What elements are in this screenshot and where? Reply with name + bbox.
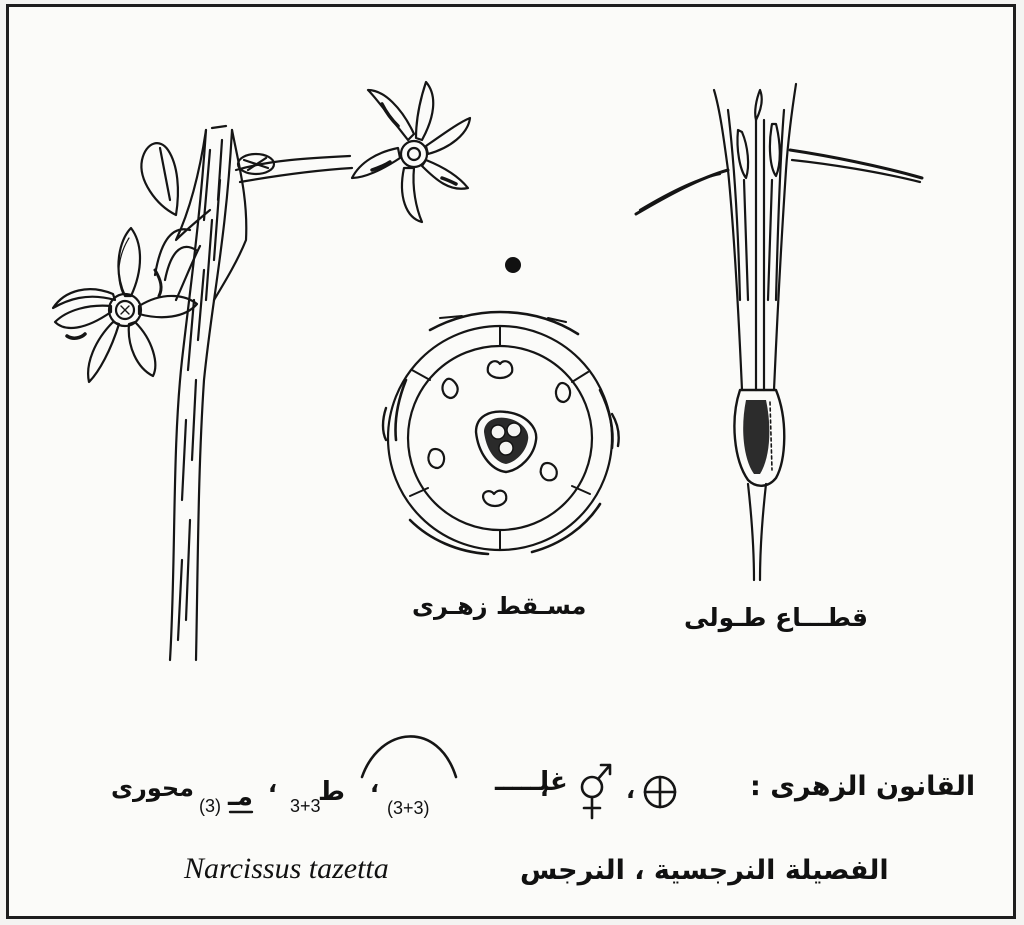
longitudinal-section-drawing: [636, 84, 922, 580]
formula-separator: ،: [370, 770, 379, 798]
longitudinal-section-caption: قطـــاع طـولى: [684, 603, 868, 632]
formula-androecium-label: مـ: [228, 782, 253, 812]
flowering-stem-drawing: [141, 126, 352, 660]
formula-perianth-count: (3+3): [387, 798, 430, 819]
floral-diagram-caption: مسـقط زهـرى: [412, 592, 586, 620]
family-name: الفصيلة النرجسية ، النرجس: [520, 855, 889, 886]
open-flower-right: [352, 82, 470, 222]
formula-gynoecium-label: محورى: [111, 774, 194, 802]
formula-perianth-label: ط: [318, 777, 345, 807]
formula-gynoecium-count: (3): [199, 796, 221, 817]
formula-separator: ،: [626, 776, 635, 804]
bisexual-symbol-icon: [582, 765, 610, 818]
formula-separator: ،: [268, 770, 277, 798]
open-flower-left: [53, 228, 197, 382]
formula-androecium-count: 3+3: [290, 796, 321, 817]
axis-dot: [505, 257, 521, 273]
floral-formula-label: القانون الزهرى :: [750, 771, 975, 802]
floral-diagram-drawing: [383, 257, 619, 554]
formula-calyx-label: غلـــــ: [495, 767, 568, 797]
species-name: Narcissus tazetta: [184, 852, 389, 886]
